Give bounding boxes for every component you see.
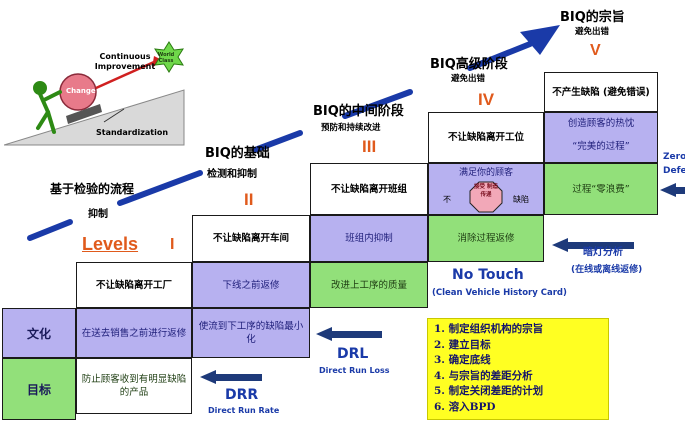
col4-culture-cell: 满足你的顾客 不 接受 制造 传递 缺陷	[428, 163, 544, 215]
standardization-label: Standardization	[96, 128, 169, 137]
levels-label: Levels	[82, 234, 139, 254]
stage-5-title: BIQ的宗旨	[560, 10, 625, 25]
stage-2-title: BIQ的基础	[205, 146, 270, 161]
list-item: 4. 与宗旨的差距分析	[434, 369, 533, 382]
list-item: 5. 制定关闭差距的计划	[434, 385, 544, 397]
drr-label: DRR	[225, 387, 259, 403]
world-class-star	[154, 41, 184, 73]
col5-header: 不产生缺陷 (避免错误)	[544, 72, 658, 112]
col3-culture-cell: 班组内抑制	[310, 215, 428, 262]
change-label: Change	[66, 87, 96, 95]
stage-1-roman: I	[170, 236, 175, 253]
stage-4-title: BIQ高级阶段	[430, 57, 508, 72]
stage-1-subtitle: 抑制	[88, 209, 108, 220]
target-row-label: 目标	[2, 358, 76, 420]
dark-light-label: 暗灯分析	[583, 247, 623, 258]
list-item: 6. 溶入BPD	[434, 400, 496, 413]
drl-label: DRL	[337, 346, 369, 362]
stage-4-subtitle: 避免出错	[451, 74, 486, 84]
dark-light-arrow	[552, 238, 634, 252]
col1-header: 不让缺陷离开工厂	[76, 262, 192, 308]
list-item: 2. 建立目标	[434, 338, 491, 351]
stage-3-subtitle: 预防和持续改进	[321, 123, 381, 133]
stage-3-title: BIQ的中间阶段	[313, 104, 404, 119]
zero-defect-arrow	[660, 183, 685, 197]
improvement-cartoon	[4, 41, 185, 146]
list-item: 3. 确定底线	[434, 354, 491, 366]
drr-sublabel: Direct Run Rate	[208, 406, 280, 415]
world-class-label: World Class	[157, 52, 175, 64]
col3-target-cell: 改进上工序的质量	[310, 262, 428, 308]
drr-arrow	[200, 370, 262, 384]
col5-culture-text: 创造顾客的热忱	[567, 118, 635, 129]
col2-header: 不让缺陷离开车间	[192, 215, 310, 262]
col4-target-cell: 消除过程返修	[428, 215, 544, 262]
stage-1-title: 基于检验的流程	[50, 182, 135, 196]
octagon-text: 接受 制造 传递	[474, 184, 498, 198]
col3-header: 不让缺陷离开班组	[310, 163, 428, 215]
drl-arrow	[316, 327, 382, 341]
dark-light-sublabel: (在线或离线返修)	[571, 265, 643, 275]
stage-5-subtitle: 避免出错	[575, 27, 610, 37]
col5-culture-text-2: “完美的过程”	[572, 141, 630, 152]
stage-4-roman: IV	[478, 90, 495, 109]
stage-2-roman: II	[244, 190, 254, 209]
col4-culture-text: 满足你的顾客	[458, 168, 513, 178]
zero-defect-label: Zero Defect	[663, 152, 685, 176]
col1-target-cell: 防止顾客收到有明显缺陷的产品	[76, 358, 192, 414]
stop-octagon-icon	[469, 181, 503, 213]
col4-left-word: 不	[443, 195, 451, 204]
col2-culture-cell: 使流到下工序的缺陷最小化	[192, 308, 310, 358]
col1-culture-cell: 在送去销售之前进行返修	[76, 308, 192, 358]
list-item: 1. 制定组织机构的宗旨	[434, 323, 544, 335]
col5-target-cell: 过程“零浪费”	[544, 163, 658, 215]
col5-culture-cell: 创造顾客的热忱 “完美的过程”	[544, 112, 658, 163]
steps-list: 1. 制定组织机构的宗旨 2. 建立目标 3. 确定底线 4. 与宗旨的差距分析…	[427, 318, 609, 420]
stage-5-roman: V	[590, 42, 601, 59]
stage-3-roman: III	[362, 137, 377, 156]
drl-sublabel: Direct Run Loss	[319, 366, 390, 375]
no-touch-label: No Touch	[452, 267, 524, 283]
no-touch-sublabel: (Clean Vehicle History Card)	[432, 288, 567, 298]
col4-header: 不让缺陷离开工位	[428, 112, 544, 163]
culture-row-label: 文化	[2, 308, 76, 358]
col4-right-word: 缺陷	[513, 195, 529, 204]
stage-2-subtitle: 检测和抑制	[207, 169, 257, 180]
col2-top-cell: 下线之前返修	[192, 262, 310, 308]
